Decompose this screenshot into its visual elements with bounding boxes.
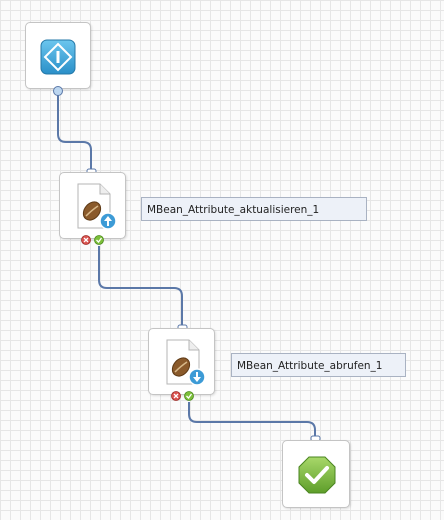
update-success-port[interactable] (93, 234, 105, 246)
fetch-attributes-node[interactable] (148, 328, 215, 395)
start-diamond-icon (40, 39, 76, 75)
start-node[interactable] (25, 22, 91, 89)
bean-upload-icon (77, 183, 117, 230)
update-attributes-label[interactable]: MBean_Attribute_aktualisieren_1 (141, 197, 367, 221)
end-check-icon (298, 456, 336, 494)
connector-update-to-fetch (98, 246, 183, 328)
connector-start-to-update (57, 91, 92, 172)
fetch-error-port[interactable] (170, 390, 182, 402)
update-error-port[interactable] (80, 234, 92, 246)
start-output-port[interactable] (52, 85, 64, 97)
connector-fetch-to-end (188, 402, 316, 440)
end-node[interactable] (282, 440, 350, 508)
fetch-attributes-label[interactable]: MBean_Attribute_abrufen_1 (231, 353, 406, 377)
update-attributes-node[interactable] (59, 172, 126, 239)
fetch-success-port[interactable] (183, 390, 195, 402)
bean-download-icon (166, 339, 206, 386)
